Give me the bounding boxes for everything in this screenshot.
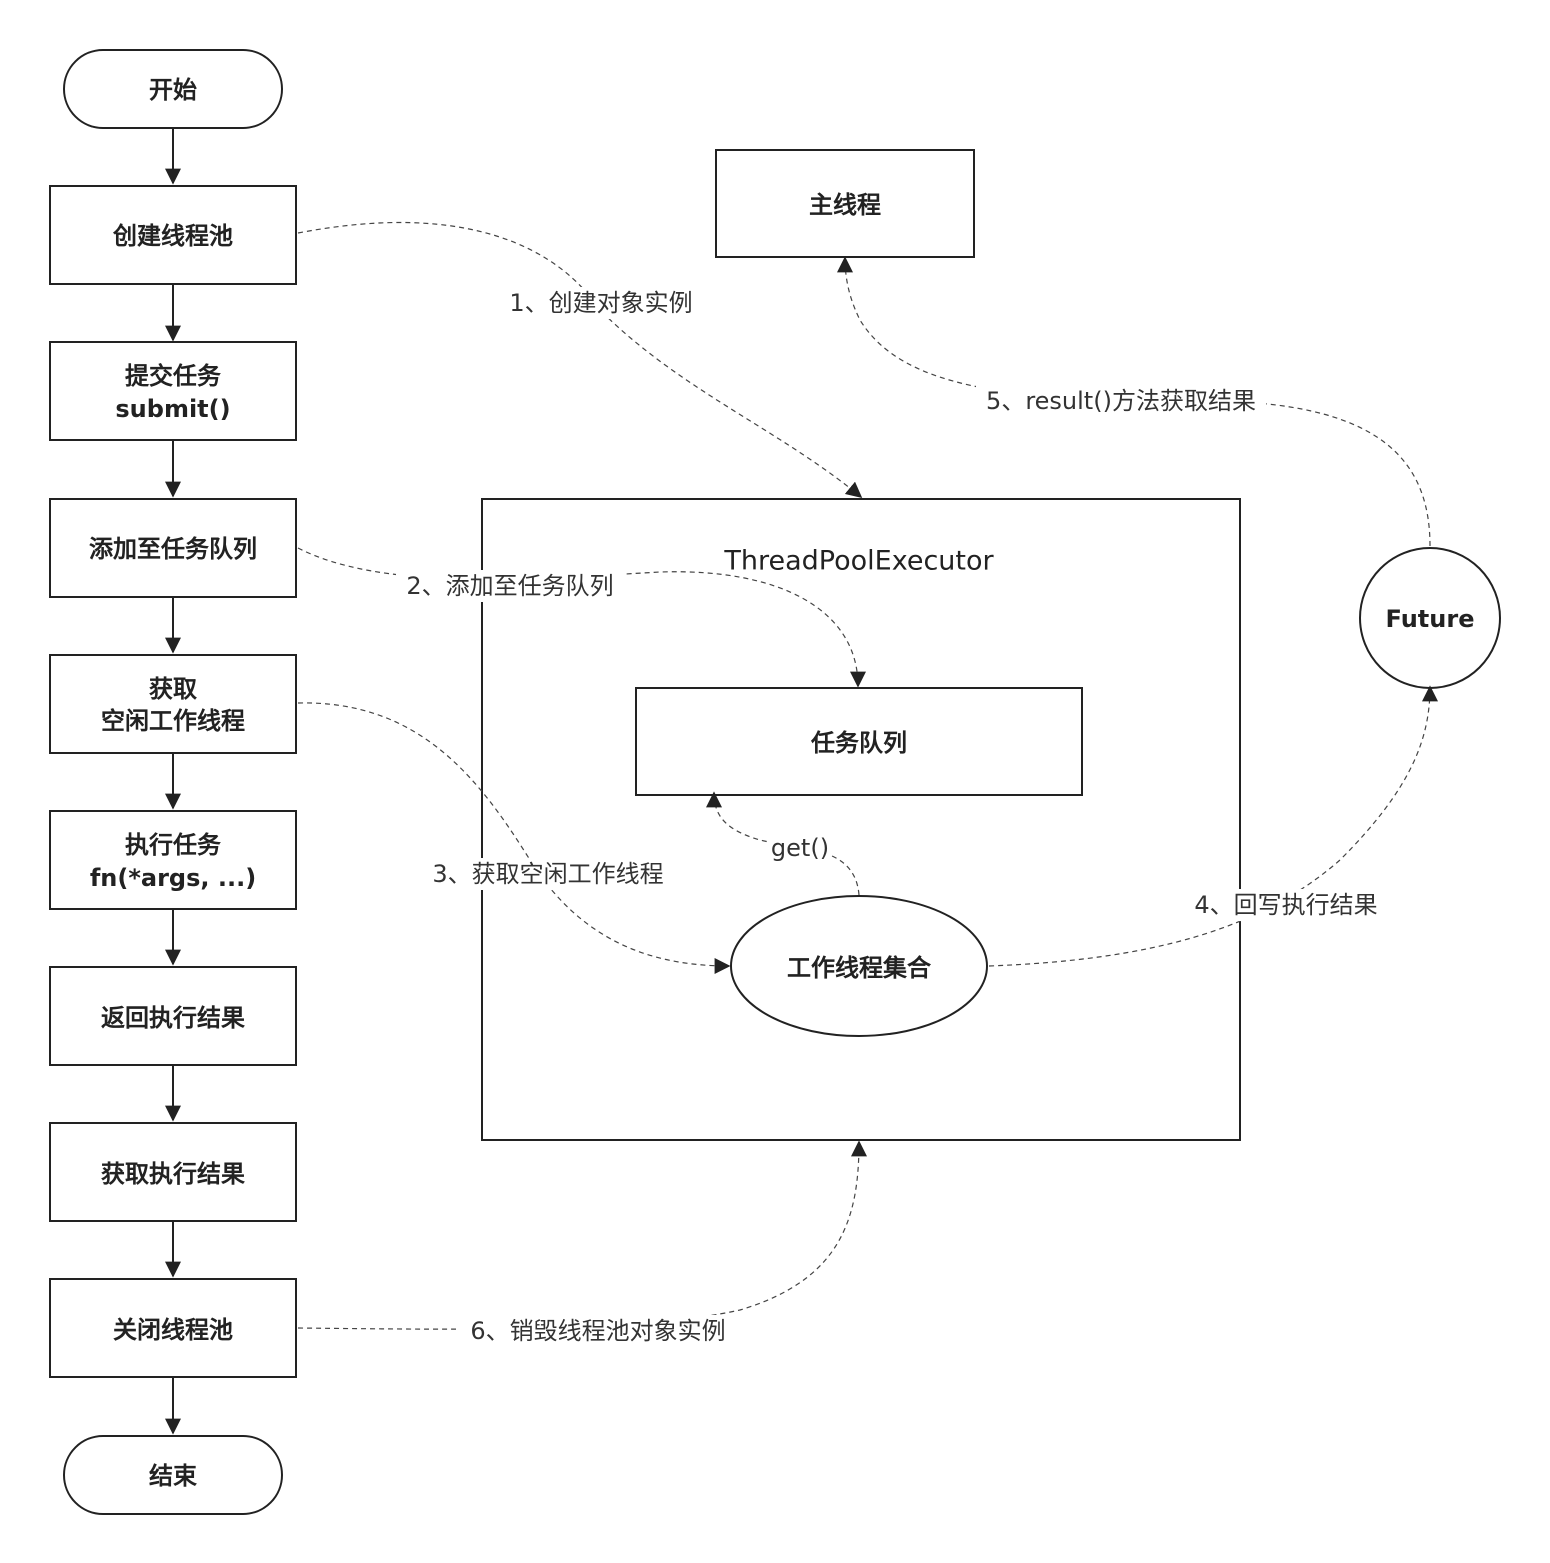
add-queue-label: 添加至任务队列 [89, 535, 257, 563]
return-result-box [49, 966, 297, 1066]
exec-label-line1: 执行任务 [125, 831, 222, 859]
flow-node-exec: 执行任务 fn(*args, ...) [49, 810, 297, 910]
end-label: 结束 [149, 1462, 198, 1490]
exec-box [49, 810, 297, 910]
executor-container: ThreadPoolExecutor [481, 498, 1241, 1141]
return-result-label: 返回执行结果 [101, 1004, 245, 1032]
task-queue-box [635, 687, 1083, 796]
edge-write-back-result [988, 685, 1438, 967]
edge-create-instance [297, 221, 863, 499]
worker-set-node: 工作线程集合 [730, 895, 988, 1037]
executor-box [481, 498, 1241, 1141]
future-node: Future [1359, 547, 1501, 689]
start-terminal [63, 49, 283, 129]
edge-label-step3-bg [420, 858, 676, 890]
flow-node-end: 结束 [63, 1435, 283, 1515]
get-result-label: 获取执行结果 [101, 1160, 245, 1188]
flow-node-create-pool: 创建线程池 [49, 185, 297, 285]
task-queue-node: 任务队列 [635, 687, 1083, 796]
edge-label-step1: 1、创建对象实例 [509, 289, 692, 317]
get-result-box [49, 1122, 297, 1222]
worker-set-ellipse [730, 895, 988, 1037]
exec-label-line2: fn(*args, ...) [90, 864, 256, 892]
get-thread-label-line1: 获取 [149, 675, 197, 703]
flow-node-start: 开始 [63, 49, 283, 129]
executor-label: ThreadPoolExecutor [723, 546, 994, 577]
edge-label-step3: 3、获取空闲工作线程 [432, 860, 663, 888]
edge-label-get: get() [771, 834, 829, 862]
create-pool-label: 创建线程池 [112, 222, 233, 250]
edge-label-step5-bg [976, 385, 1266, 417]
main-thread-node: 主线程 [715, 149, 975, 258]
flow-node-get-result: 获取执行结果 [49, 1122, 297, 1222]
edge-label-step4: 4、回写执行结果 [1194, 891, 1377, 919]
get-thread-label-line2: 空闲工作线程 [101, 707, 245, 735]
edge-destroy-instance [297, 1140, 867, 1330]
edge-labels: 1、创建对象实例 2、添加至任务队列 3、获取空闲工作线程 get() 4、回写… [396, 287, 1388, 1347]
edge-label-step6: 6、销毁线程池对象实例 [470, 1317, 725, 1345]
flow-node-shutdown: 关闭线程池 [49, 1278, 297, 1378]
edge-label-step2: 2、添加至任务队列 [406, 572, 613, 600]
submit-label-line2: submit() [115, 395, 230, 423]
get-thread-box [49, 654, 297, 754]
main-thread-label: 主线程 [809, 191, 881, 219]
shutdown-label: 关闭线程池 [113, 1316, 233, 1344]
edge-get-call [706, 791, 860, 896]
worker-set-label: 工作线程集合 [787, 954, 932, 982]
edge-label-step2-bg [396, 570, 624, 602]
create-pool-box [49, 185, 297, 285]
edge-label-step6-bg [456, 1315, 740, 1347]
flow-node-get-thread: 获取 空闲工作线程 [49, 654, 297, 754]
submit-box [49, 341, 297, 441]
flow-node-add-queue: 添加至任务队列 [49, 498, 297, 598]
future-label: Future [1386, 605, 1475, 633]
add-queue-box [49, 498, 297, 598]
flow-node-submit: 提交任务 submit() [49, 341, 297, 441]
end-terminal [63, 1435, 283, 1515]
edge-label-step4-bg [1184, 889, 1388, 921]
edge-label-get-bg [770, 832, 830, 864]
flow-node-return-result: 返回执行结果 [49, 966, 297, 1066]
submit-label-line1: 提交任务 [125, 362, 222, 390]
edge-label-step1-bg [500, 287, 702, 319]
start-label: 开始 [149, 76, 197, 104]
shutdown-box [49, 1278, 297, 1378]
task-queue-label: 任务队列 [810, 729, 907, 757]
edge-add-to-queue [297, 547, 866, 688]
edge-label-step5: 5、result()方法获取结果 [986, 387, 1256, 415]
